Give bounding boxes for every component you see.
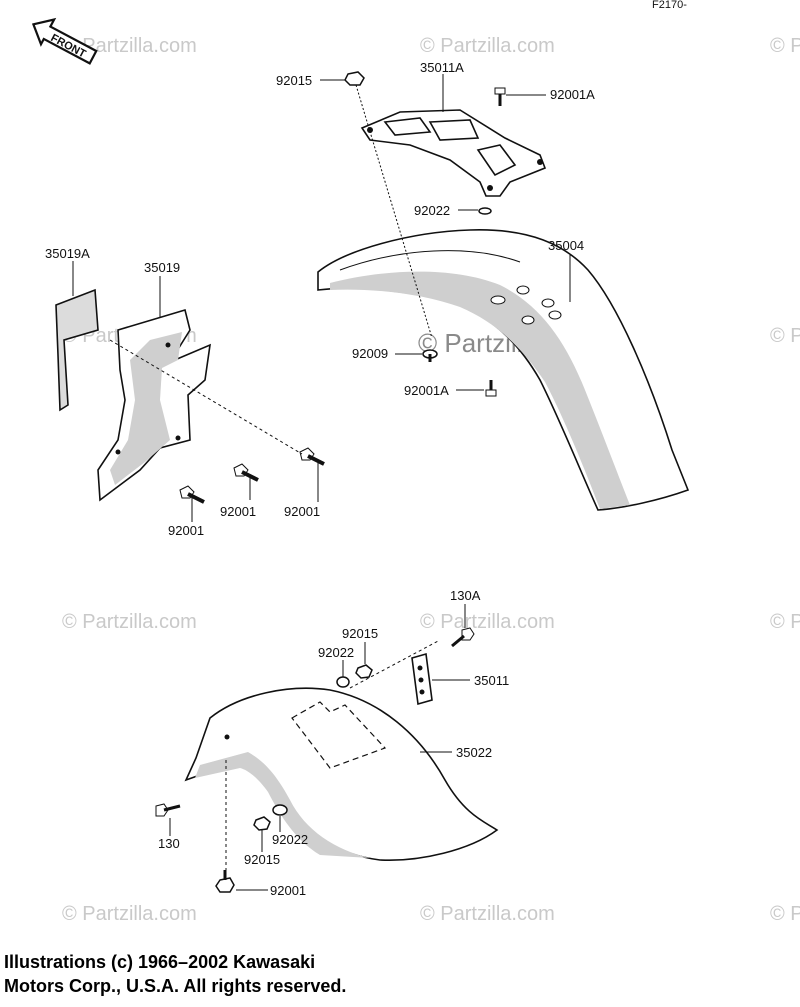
part-label: 92015 (276, 73, 312, 88)
nut-92015-top (344, 71, 365, 86)
part-label: 92001 (284, 504, 320, 519)
washer-92022-mid (336, 676, 350, 688)
bolt-92001-low (215, 870, 235, 893)
part-label: 35022 (456, 745, 492, 760)
part-label: 92022 (414, 203, 450, 218)
part-label: 35011A (420, 60, 464, 75)
nut-92015-mid (355, 664, 373, 679)
leader-lines (72, 74, 571, 891)
part-label: 35019 (144, 260, 180, 275)
watermark: © Partzilla.com (770, 35, 800, 57)
figure-code: F2170- (652, 0, 687, 11)
part-label: 130 (158, 836, 180, 851)
watermark: © Partzilla.com (770, 325, 800, 347)
watermark: © Partzilla.com (420, 903, 555, 925)
copyright-line-1: Illustrations (c) 1966–2002 Kawasaki (4, 952, 316, 972)
part-label: 92015 (342, 626, 378, 641)
watermark: © Partzilla.com (62, 903, 197, 925)
bolt-92001A-mid (485, 380, 497, 397)
part-label: 130A (450, 588, 481, 603)
nut-92015-low (253, 816, 271, 831)
part-label: 35019A (45, 246, 90, 261)
bracket-35011 (411, 652, 433, 706)
bolts-92001-left (179, 447, 325, 504)
watermark: © Partzilla.com (420, 35, 555, 57)
washer-92022-low (272, 804, 288, 816)
part-label: 92001 (270, 883, 306, 898)
reflector-35019A (55, 288, 99, 412)
bracket-35011A (360, 109, 547, 197)
bolt-130 (155, 803, 181, 817)
part-label: 92001 (168, 523, 204, 538)
part-label: 92022 (318, 645, 354, 660)
watermark: © Partzilla.com (420, 611, 555, 633)
bolt-92001A-top (494, 87, 506, 106)
part-label: 35004 (548, 238, 584, 253)
watermark: © Partzilla.com (770, 903, 800, 925)
part-labels: 92015 35011A 92001A 92022 35004 35019A 3… (45, 60, 595, 898)
part-label: 92015 (244, 852, 280, 867)
watermark: © Partzilla.com (62, 611, 197, 633)
watermark: © Partzilla.com (770, 611, 800, 633)
front-fender-35022 (184, 687, 499, 862)
part-label: 92001 (220, 504, 256, 519)
part-label: 92022 (272, 832, 308, 847)
rivet-92009 (422, 349, 438, 362)
copyright-line-2: Motors Corp., U.S.A. All rights reserved… (4, 976, 347, 996)
rear-fender-35004 (317, 229, 690, 511)
washer-92022-top (478, 207, 492, 215)
side-cover-35019 (97, 308, 211, 502)
bolt-130A (451, 627, 475, 648)
part-label: 92009 (352, 346, 388, 361)
part-label: 92001A (404, 383, 449, 398)
part-label: 92001A (550, 87, 595, 102)
part-label: 35011 (474, 673, 509, 688)
